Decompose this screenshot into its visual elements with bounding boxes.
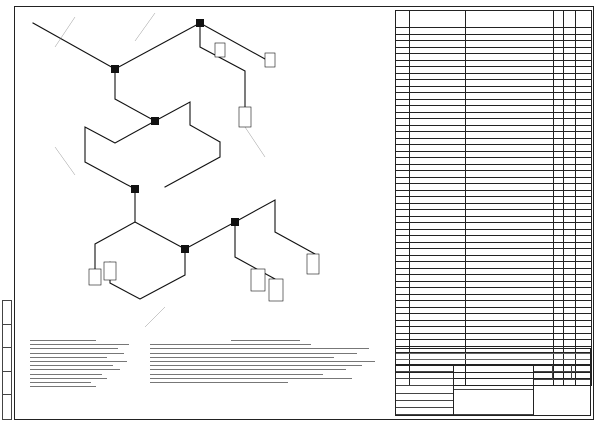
bom-row <box>395 339 592 347</box>
signature-row <box>396 365 453 373</box>
bom-cell-note <box>575 66 592 74</box>
valve-fitting <box>151 117 159 125</box>
bom-row <box>395 85 592 93</box>
general-notes <box>150 340 380 386</box>
stage-label <box>534 365 553 371</box>
bom-header-pos <box>395 10 410 28</box>
sheet-info-values <box>534 372 590 380</box>
signature-row <box>396 379 453 387</box>
dimension-line <box>144 306 166 328</box>
stage-value <box>534 372 553 379</box>
title-cells <box>454 365 534 415</box>
margin-cell <box>3 301 11 325</box>
signature-grid <box>396 365 454 415</box>
bom-row <box>395 59 592 67</box>
margin-cell <box>3 348 11 372</box>
binding-margin-strip <box>2 300 12 420</box>
sheet-info <box>534 365 590 415</box>
bom-header-row <box>395 10 592 28</box>
pipe-diagonal-run <box>84 120 156 190</box>
nozzle-block <box>103 261 117 281</box>
bom-row <box>395 319 592 327</box>
nozzle-block <box>268 278 284 302</box>
nozzle-block <box>88 268 102 286</box>
valve-fitting <box>131 185 139 193</box>
bom-cell-note <box>575 98 592 106</box>
nozzle-block <box>250 268 266 292</box>
dimension-line <box>244 126 266 158</box>
valve-fitting <box>181 245 189 253</box>
bom-cell-note <box>575 92 592 100</box>
bom-cell-note <box>575 59 592 67</box>
organization-cell <box>534 380 590 415</box>
pipe-branch-right <box>199 22 246 108</box>
nozzle-block <box>238 106 252 128</box>
nozzle-block <box>214 42 226 58</box>
dimension-line <box>54 16 76 48</box>
margin-cell <box>3 372 11 396</box>
bom-row <box>395 105 592 113</box>
bom-row <box>395 365 592 373</box>
margin-cell <box>3 395 11 419</box>
bom-cell-note <box>575 105 592 113</box>
signature-row <box>396 386 453 394</box>
pipe-lower-right <box>234 199 316 255</box>
nozzle-block <box>264 52 276 68</box>
bom-row <box>395 72 592 80</box>
bom-cell-note <box>575 111 592 119</box>
bom-row <box>395 92 592 100</box>
subtitle-cell <box>454 390 533 415</box>
signature-row <box>396 401 453 408</box>
revision-line <box>396 354 590 360</box>
pipe-riser <box>164 141 221 188</box>
bom-cell-note <box>575 85 592 93</box>
dimension-line <box>134 12 156 42</box>
bom-header-note <box>575 10 592 28</box>
margin-cell <box>3 325 11 349</box>
bom-cell-note <box>575 118 592 126</box>
sheets-value <box>572 372 590 379</box>
sheets-label <box>572 365 590 371</box>
title-cell <box>454 365 533 390</box>
valve-fitting <box>231 218 239 226</box>
bill-of-materials-table <box>395 10 592 386</box>
isometric-piping-diagram <box>32 12 320 328</box>
bom-row <box>395 79 592 87</box>
revision-line <box>396 349 590 355</box>
bom-cell-note <box>575 72 592 80</box>
bom-header-designation <box>409 10 466 28</box>
pipe-main-upper <box>32 22 266 70</box>
bom-row <box>395 118 592 126</box>
bom-cell-note <box>575 378 592 386</box>
bom-row <box>395 111 592 119</box>
sheet-info-header <box>534 365 590 372</box>
signature-row <box>396 372 453 380</box>
bom-header-name <box>465 10 554 28</box>
dimension-line <box>54 146 76 176</box>
bom-row <box>395 98 592 106</box>
valve-fitting <box>111 65 119 73</box>
bom-row <box>395 66 592 74</box>
nozzle-block <box>306 253 320 275</box>
legend-notes <box>30 340 140 390</box>
signature-row <box>396 394 453 401</box>
pipe-lower-branch <box>109 248 186 300</box>
title-block <box>395 364 591 416</box>
bom-row <box>395 287 592 295</box>
sheet-frame <box>14 6 594 420</box>
signature-row <box>396 408 453 415</box>
sheet-label <box>553 365 572 371</box>
valve-fitting <box>196 19 204 27</box>
sheet-value <box>553 372 572 379</box>
pipe-lower-left <box>94 221 136 270</box>
revision-box <box>395 348 591 365</box>
bom-header-mass <box>563 10 576 28</box>
pipe-branch-upper <box>114 68 221 143</box>
bom-header-qty <box>553 10 564 28</box>
drawing-notes <box>30 340 390 410</box>
bom-cell-note <box>575 79 592 87</box>
